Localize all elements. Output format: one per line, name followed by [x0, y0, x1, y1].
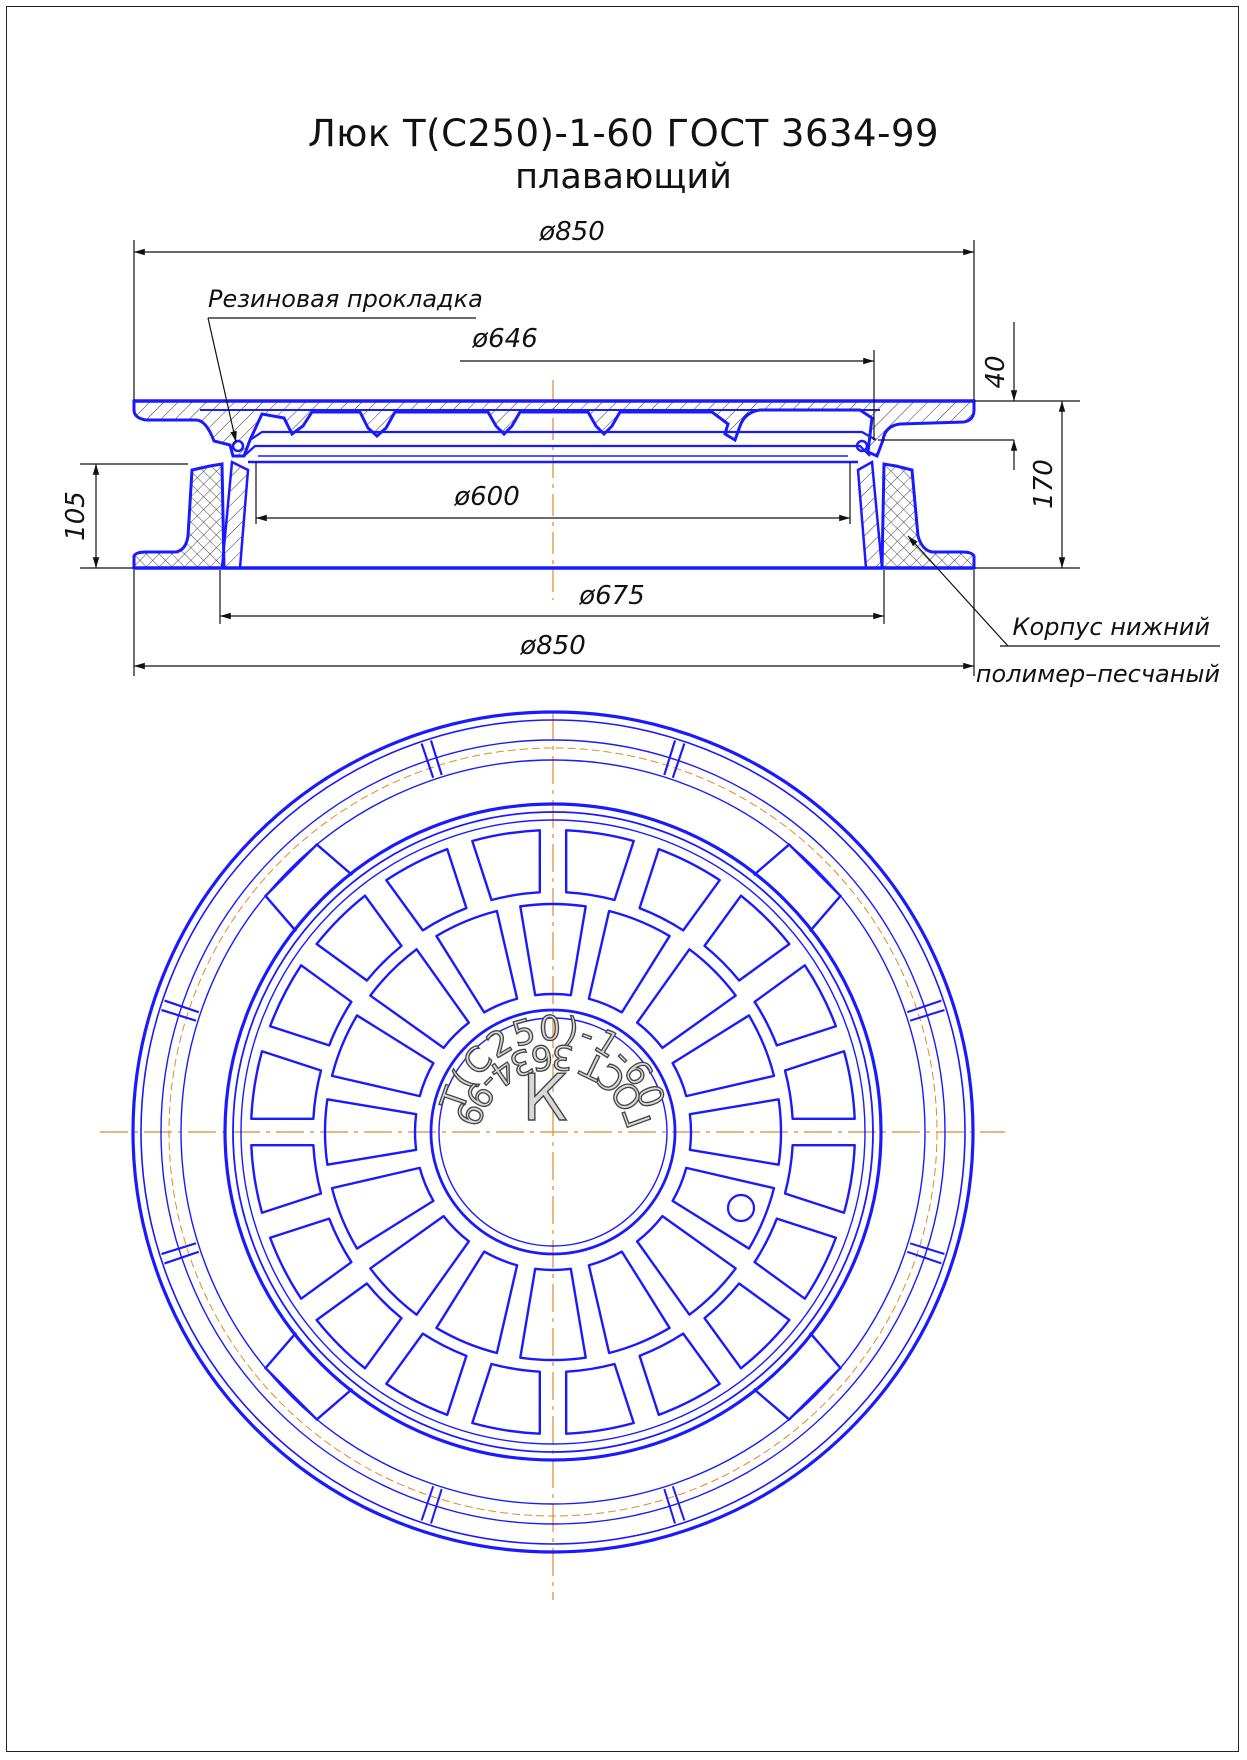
grid-cell: [638, 847, 721, 932]
grid-cell: [385, 1332, 468, 1417]
grid-cell: [315, 894, 403, 982]
gasket-left: [231, 439, 245, 453]
grid-cell: [519, 902, 587, 997]
grid-cell: [638, 1332, 721, 1417]
lower-body-right-section: [880, 462, 976, 570]
grid-cell: [369, 948, 471, 1050]
cover-rim: [223, 802, 883, 1462]
label-gasket: Резиновая прокладка: [208, 285, 483, 313]
rim-strut: [161, 1242, 197, 1255]
label-body-line1: Корпус нижний: [1013, 613, 1210, 641]
cover-grid-cells: [250, 829, 856, 1435]
grid-cell: [471, 1362, 542, 1435]
grid-cell: [564, 1362, 635, 1435]
upper-frame-section: [132, 399, 976, 459]
grid-cell: [671, 1014, 776, 1098]
grid-cell: [385, 847, 468, 932]
cover-center-letter: К: [522, 1062, 567, 1136]
grid-cell: [783, 1143, 856, 1214]
grid-cell: [250, 1050, 323, 1121]
rim-struts: [161, 740, 945, 1524]
rim-strut: [906, 1250, 942, 1265]
rim-strut: [909, 1242, 945, 1255]
rim-strut: [671, 1485, 686, 1521]
grid-cell: [753, 1217, 838, 1300]
grid-cell: [369, 1214, 471, 1316]
section-view: [132, 380, 976, 600]
grid-cell: [703, 1282, 791, 1370]
grid-cell: [330, 1014, 435, 1098]
rim-strut: [663, 1488, 676, 1524]
grid-cell: [671, 1166, 776, 1250]
cover-lug: [263, 842, 354, 933]
grid-cell: [315, 1282, 403, 1370]
rim-strut: [909, 1009, 945, 1022]
grid-cell: [753, 964, 838, 1047]
grid-cell: [435, 909, 519, 1014]
grid-cell: [703, 894, 791, 982]
label-height-105: 105: [61, 491, 91, 541]
label-height-40: 40: [981, 355, 1011, 388]
cover-lug: [752, 1331, 843, 1422]
label-height-170: 170: [1029, 459, 1059, 509]
cover-lug: [263, 1331, 354, 1422]
rim-strut: [420, 1485, 435, 1521]
rim-strut: [430, 1488, 443, 1524]
grid-cell: [635, 948, 737, 1050]
label-diameter-600: ø600: [453, 482, 520, 512]
grid-cell: [564, 829, 635, 902]
grid-cell: [323, 1098, 418, 1166]
grid-cell: [519, 1267, 587, 1362]
drawing-title: Люк Т(С250)-1-60 ГОСТ 3634-99: [307, 112, 940, 155]
center-boss: [429, 1008, 677, 1256]
label-body-line2: полимер–песчаный: [976, 660, 1220, 688]
plan-view: [100, 710, 1005, 1600]
rim-strut: [164, 999, 200, 1014]
rim-strut: [430, 740, 443, 776]
rim-strut: [161, 1009, 197, 1022]
rim-strut: [663, 740, 676, 776]
grid-cell: [783, 1050, 856, 1121]
grid-cell: [587, 1250, 671, 1355]
cover-lug: [752, 842, 843, 933]
grid-cell: [268, 1217, 353, 1300]
gasket-right: [855, 439, 869, 453]
drawing-frame: [6, 6, 1239, 1752]
lower-body-left-section: [132, 462, 226, 570]
dimensions: [80, 240, 1220, 676]
grid-cell: [587, 909, 671, 1014]
leader-body: [907, 535, 1009, 647]
label-diameter-850-top: ø850: [538, 217, 605, 247]
grid-cell: [688, 1098, 783, 1166]
rim-strut: [420, 743, 435, 779]
drawing-subtitle: плавающий: [515, 157, 732, 197]
grid-cell: [268, 964, 353, 1047]
grid-cell: [471, 829, 542, 902]
grid-cell: [250, 1143, 323, 1214]
label-diameter-646: ø646: [471, 324, 538, 354]
grid-cell: [330, 1166, 435, 1250]
pick-hole: [726, 1193, 756, 1223]
rim-strut: [906, 999, 942, 1014]
rim-strut: [671, 743, 686, 779]
label-diameter-850-bottom: ø850: [519, 631, 586, 661]
rim-strut: [164, 1250, 200, 1265]
grid-cell: [635, 1214, 737, 1316]
outer-ring: [131, 710, 975, 1554]
cover-lugs: [263, 842, 843, 1422]
grid-cell: [435, 1250, 519, 1355]
label-diameter-675: ø675: [578, 581, 645, 611]
